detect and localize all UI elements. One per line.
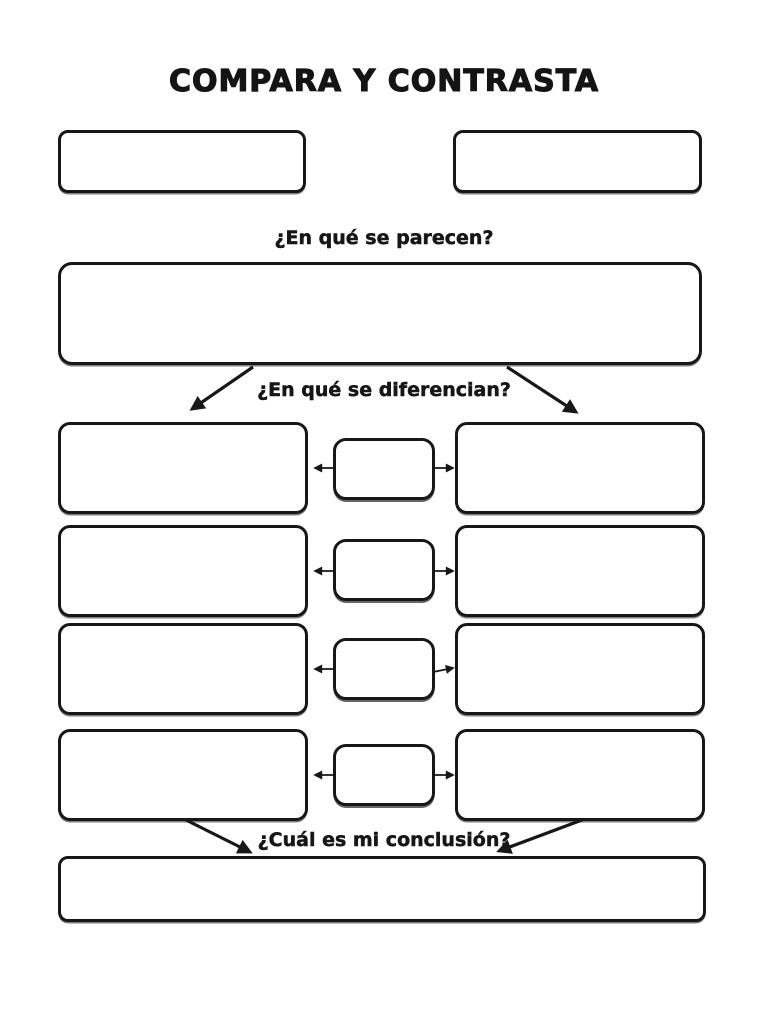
difference-row-3-left-box[interactable]	[58, 623, 308, 715]
conclusion-question: ¿Cuál es mi conclusión?	[257, 829, 511, 852]
difference-row-1-right-box[interactable]	[455, 422, 705, 514]
difference-row-3-right-box[interactable]	[455, 623, 705, 715]
conclusion-box[interactable]	[58, 856, 706, 922]
difference-row-3-criterion-box[interactable]	[333, 638, 435, 700]
row-3-right-connector-arrow-icon	[432, 664, 455, 674]
differences-question: ¿En qué se diferencian?	[257, 379, 511, 402]
difference-row-1-criterion-box[interactable]	[333, 438, 435, 500]
difference-row-2-criterion-box[interactable]	[333, 539, 435, 601]
topic-b-box[interactable]	[453, 130, 702, 193]
similarities-question: ¿En qué se parecen?	[274, 227, 494, 250]
difference-row-4-left-box[interactable]	[58, 729, 308, 821]
difference-row-2-right-box[interactable]	[455, 525, 705, 617]
difference-row-1-left-box[interactable]	[58, 422, 308, 514]
topic-a-box[interactable]	[58, 130, 306, 193]
page-title: COMPARA Y CONTRASTA	[168, 63, 600, 99]
similarities-box[interactable]	[58, 262, 702, 365]
difference-row-4-criterion-box[interactable]	[333, 744, 435, 806]
difference-row-4-right-box[interactable]	[455, 729, 705, 821]
difference-row-2-left-box[interactable]	[58, 525, 308, 617]
